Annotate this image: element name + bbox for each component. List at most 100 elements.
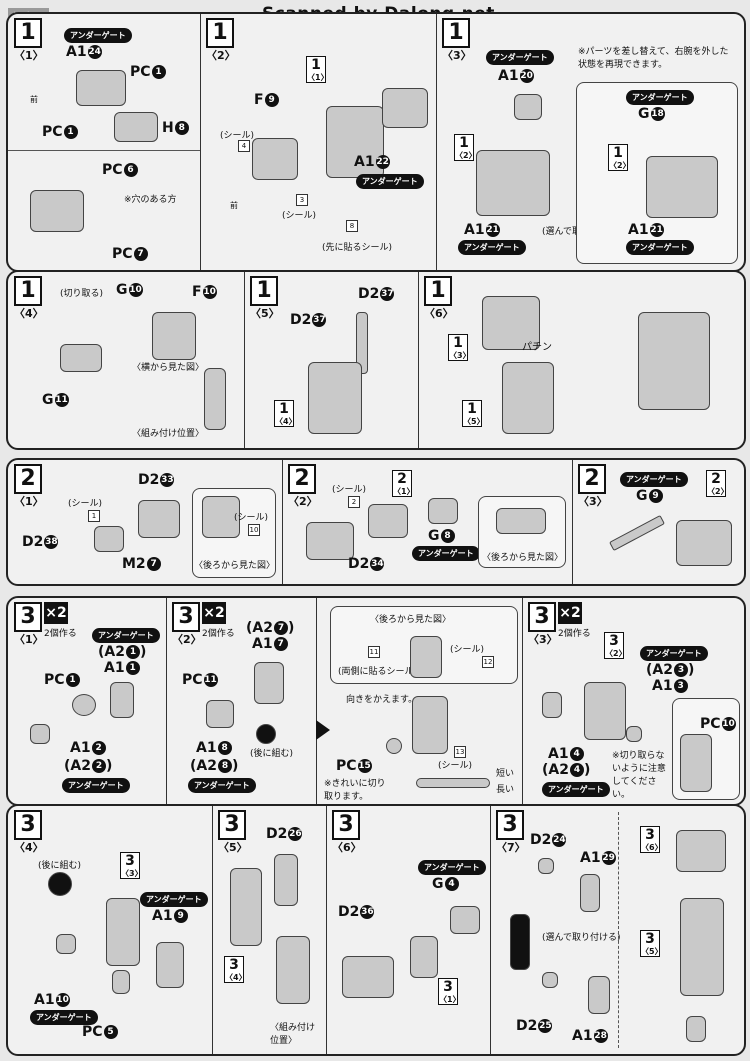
part-shape — [412, 696, 448, 754]
side-view-note: 〈横から見た図〉 — [132, 363, 205, 373]
ref-step: 3〈5〉 — [640, 930, 663, 957]
step-number: 3 — [332, 810, 360, 840]
part-shape — [114, 112, 158, 142]
part-shape — [496, 508, 546, 534]
part-shape — [386, 738, 402, 754]
step-3-2-detail: 〈後ろから見た図〉 (両側に貼るシール) 11 (シール) 12 向きをかえます… — [316, 598, 523, 804]
times-two-badge: ×2 — [202, 602, 226, 624]
seal-label: (シール) — [332, 485, 367, 495]
assembly-position-note: 〈組み付け位置〉 — [270, 1023, 316, 1046]
careful-note: ※切り取らないように注意してください。 — [612, 751, 666, 800]
substep-label: 〈4〉 — [14, 841, 44, 854]
both-sides-note: (両側に貼るシール) — [338, 667, 418, 677]
ref-step: 3〈1〉 — [438, 978, 461, 1005]
part-shape — [202, 496, 240, 538]
seal-label: (シール) — [220, 131, 255, 141]
under-gate-badge: アンダーゲート — [140, 892, 208, 907]
part-shape — [680, 898, 724, 996]
step-number: 2 — [288, 464, 316, 494]
step-number: 1 — [442, 18, 470, 48]
part-shape — [638, 312, 710, 410]
ref-step: 1〈2〉 — [608, 144, 631, 171]
part-shape — [646, 156, 718, 218]
part-shape — [254, 662, 284, 704]
part-shape — [450, 906, 480, 934]
ref-step: 3〈3〉 — [120, 852, 143, 879]
substep-label: 〈1〉 — [14, 495, 44, 508]
substep-label: 〈3〉 — [528, 633, 558, 646]
part-shape — [252, 138, 298, 180]
part-shape — [476, 150, 550, 216]
sticker-number: 2 — [348, 496, 360, 508]
sticker-number: 12 — [482, 656, 494, 668]
back-view-note: 〈後ろから見た図〉 — [194, 561, 276, 571]
under-gate-badge: アンダーゲート — [626, 90, 694, 105]
sticker-number: 1 — [88, 510, 100, 522]
part-shape — [76, 70, 126, 106]
step-number: 1 — [206, 18, 234, 48]
under-gate-badge: アンダーゲート — [626, 240, 694, 255]
under-gate-badge: アンダーゲート — [412, 546, 480, 561]
part-shape — [428, 498, 458, 524]
part-shape — [514, 94, 542, 120]
part-shape — [542, 692, 562, 718]
part-shape — [60, 344, 102, 372]
clean-cut-note: ※きれいに切り取ります。 — [324, 779, 386, 802]
part-shape — [686, 1016, 706, 1042]
part-shape — [626, 726, 642, 742]
ref-step: 1〈5〉 — [462, 400, 485, 427]
ref-step: 3〈6〉 — [640, 826, 663, 853]
sticker-number: 11 — [368, 646, 380, 658]
substep-label: 〈3〉 — [442, 49, 472, 62]
part-shape — [416, 778, 490, 788]
part-shape — [306, 522, 354, 560]
step-number: 3 — [172, 602, 200, 632]
step-number: 3 — [14, 810, 42, 840]
variant-note: ※パーツを差し替えて、右腕を外した状態を再現できます。 — [578, 47, 729, 70]
seal-label: (シール) — [234, 513, 269, 523]
under-gate-badge: アンダーゲート — [356, 174, 424, 189]
times-two-badge: ×2 — [44, 602, 68, 624]
part-shape — [510, 914, 530, 970]
part-shape — [152, 312, 196, 360]
step-number: 2 — [578, 464, 606, 494]
under-gate-badge: アンダーゲート — [458, 240, 526, 255]
seal-label: (シール) — [282, 211, 317, 221]
step-number: 1 — [14, 276, 42, 306]
substep-label: 〈5〉 — [218, 841, 248, 854]
substep-label: 〈1〉 — [14, 633, 44, 646]
step-1-6: 1 〈6〉 1〈3〉 パチン 1〈5〉 — [418, 272, 744, 448]
part-shape — [676, 830, 726, 872]
part-shape — [676, 520, 732, 566]
part-shape — [30, 190, 84, 232]
